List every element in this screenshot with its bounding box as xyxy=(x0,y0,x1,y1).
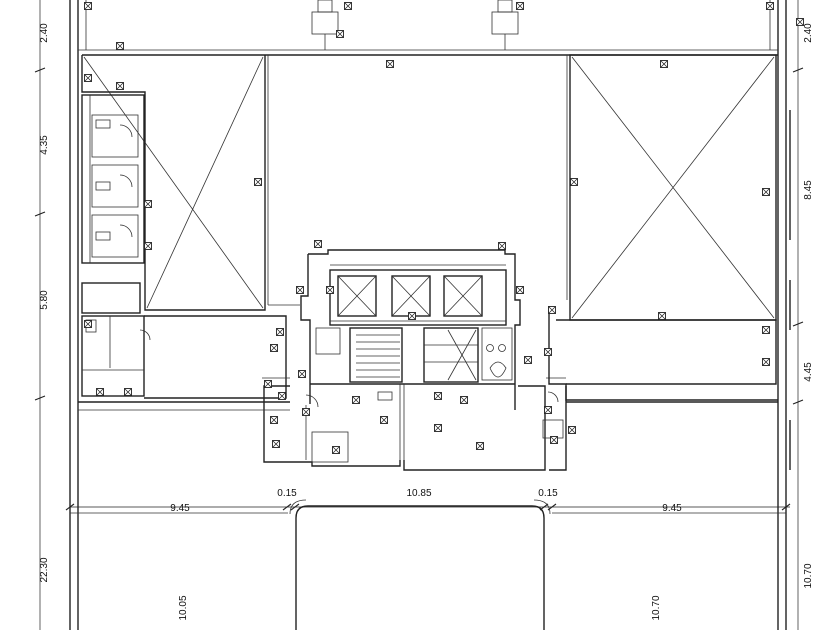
central-core xyxy=(300,249,521,460)
light-fixture-symbol xyxy=(344,2,352,10)
light-fixture-symbol xyxy=(84,74,92,82)
dimension-lines xyxy=(34,0,804,630)
interior-dim-right: 10.70 xyxy=(651,595,662,620)
top-fixtures xyxy=(311,0,519,50)
light-fixture-symbol xyxy=(658,312,666,320)
right-dim-upper: 8.45 xyxy=(803,180,814,200)
central-upper-space xyxy=(267,55,568,306)
light-fixture-symbol xyxy=(498,242,506,250)
left-toilet-block xyxy=(81,94,145,264)
light-fixtures xyxy=(84,2,804,454)
light-fixture-symbol xyxy=(272,440,280,448)
light-fixture-symbol xyxy=(516,286,524,294)
void-upper-left xyxy=(81,55,266,311)
right-dim-lower: 10.70 xyxy=(803,563,814,588)
light-fixture-symbol xyxy=(336,30,344,38)
light-fixture-symbol xyxy=(302,408,310,416)
right-dim-top: 2.40 xyxy=(803,23,814,43)
span-gap-right: 0.15 xyxy=(538,488,558,499)
light-fixture-symbol xyxy=(116,42,124,50)
left-lower-corridor xyxy=(144,315,287,399)
bottom-span-labels: 9.45 0.15 10.85 0.15 9.45 xyxy=(170,488,682,514)
span-right: 9.45 xyxy=(662,503,682,514)
light-fixture-symbol xyxy=(96,388,104,396)
span-center: 10.85 xyxy=(406,488,431,499)
light-fixture-symbol xyxy=(270,416,278,424)
light-fixture-symbol xyxy=(762,326,770,334)
light-fixture-symbol xyxy=(296,286,304,294)
light-fixture-symbol xyxy=(380,416,388,424)
light-fixture-symbol xyxy=(524,356,532,364)
light-fixture-symbol xyxy=(544,406,552,414)
light-fixture-symbol xyxy=(408,312,416,320)
light-fixture-symbol xyxy=(254,178,262,186)
left-mid-rooms xyxy=(81,282,151,397)
light-fixture-symbol xyxy=(144,200,152,208)
right-dimension-labels: 2.40 8.45 4.45 10.70 xyxy=(803,23,814,589)
light-fixture-symbol xyxy=(270,344,278,352)
left-dimension-labels: 2.40 4.35 5.80 22.30 xyxy=(39,23,50,583)
light-fixture-symbol xyxy=(460,396,468,404)
interior-dim-left: 10.05 xyxy=(178,595,189,620)
span-left: 9.45 xyxy=(170,503,190,514)
light-fixture-symbol xyxy=(84,2,92,10)
exterior-walls xyxy=(69,0,787,630)
light-fixture-symbol xyxy=(84,320,92,328)
light-fixture-symbol xyxy=(516,2,524,10)
light-fixture-symbol xyxy=(796,18,804,26)
light-fixture-symbol xyxy=(544,348,552,356)
light-fixture-symbol xyxy=(332,446,340,454)
light-fixture-symbol xyxy=(434,424,442,432)
light-fixture-symbol xyxy=(326,286,334,294)
light-fixture-symbol xyxy=(548,306,556,314)
light-fixture-symbol xyxy=(116,82,124,90)
light-fixture-symbol xyxy=(124,388,132,396)
light-fixture-symbol xyxy=(568,426,576,434)
left-dim-middle: 5.80 xyxy=(39,290,50,310)
light-fixture-symbol xyxy=(314,240,322,248)
light-fixture-symbol xyxy=(298,370,306,378)
light-fixture-symbol xyxy=(276,328,284,336)
right-dim-middle: 4.45 xyxy=(803,362,814,382)
right-mid-room xyxy=(542,306,778,471)
left-dim-top: 2.40 xyxy=(39,23,50,43)
void-upper-right xyxy=(569,54,777,321)
light-fixture-symbol xyxy=(762,358,770,366)
lower-left-area xyxy=(70,409,290,514)
light-fixture-symbol xyxy=(264,380,272,388)
light-fixture-symbol xyxy=(352,396,360,404)
core-lower-annex xyxy=(262,377,566,471)
light-fixture-symbol xyxy=(386,60,394,68)
light-fixture-symbol xyxy=(570,178,578,186)
span-gap-left: 0.15 xyxy=(277,488,297,499)
light-fixture-symbol xyxy=(434,392,442,400)
left-dim-upper: 4.35 xyxy=(39,135,50,155)
light-fixture-symbol xyxy=(144,242,152,250)
light-fixture-symbol xyxy=(766,2,774,10)
left-dim-total: 22.30 xyxy=(39,557,50,582)
light-fixture-symbol xyxy=(476,442,484,450)
interior-dimension-labels: 10.05 10.70 xyxy=(178,595,662,620)
light-fixture-symbol xyxy=(278,392,286,400)
lower-central-void xyxy=(289,499,551,630)
light-fixture-symbol xyxy=(550,436,558,444)
light-fixture-symbol xyxy=(660,60,668,68)
light-fixture-symbol xyxy=(762,188,770,196)
